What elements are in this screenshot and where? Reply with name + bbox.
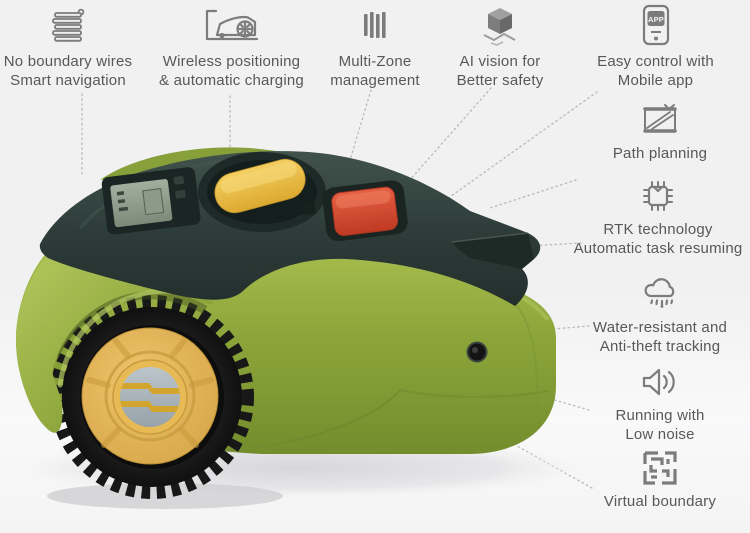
- boundary-wire-coil-icon: [0, 4, 146, 46]
- feature-rtk-technology: RTK technology Automatic task resuming: [558, 178, 750, 258]
- feature-label: RTK technology: [603, 221, 713, 238]
- feature-label: Low noise: [625, 426, 695, 443]
- stop-button: [301, 180, 408, 242]
- zones-icon: [305, 4, 445, 46]
- feature-label: & automatic charging: [159, 72, 304, 89]
- speaker-icon: [590, 364, 730, 400]
- feature-label: Running with: [615, 407, 705, 424]
- cube-icon: [430, 4, 570, 46]
- control-knob: [198, 152, 326, 232]
- feature-path-planning: Path planning: [590, 102, 730, 163]
- feature-label: Water-resistant and: [592, 319, 728, 336]
- mobile-app-icon: APP: [573, 4, 738, 46]
- hub-stripes: [120, 383, 180, 412]
- mower: [16, 147, 556, 499]
- rear-wheel: [50, 295, 254, 499]
- feature-ai-vision: AI vision for Better safety: [430, 4, 570, 90]
- app-badge-text: APP: [647, 15, 663, 24]
- feature-label: Anti-theft tracking: [599, 338, 721, 355]
- rain-cloud-icon: [580, 276, 740, 312]
- feature-label: Mobile app: [617, 72, 694, 89]
- feature-no-boundary-wires: No boundary wires Smart navigation: [0, 4, 146, 90]
- feature-label: Better safety: [456, 72, 544, 89]
- maze-icon: [580, 450, 740, 486]
- feature-label: AI vision for: [459, 53, 541, 70]
- feature-wireless-charging: Wireless positioning & automatic chargin…: [149, 4, 314, 90]
- feature-label: Wireless positioning: [162, 53, 301, 70]
- front-sensor: [466, 341, 488, 363]
- display-panel: [101, 167, 201, 235]
- feature-multi-zone: Multi-Zone management: [305, 4, 445, 90]
- map-icon: [590, 102, 730, 138]
- feature-label: Multi-Zone: [338, 53, 412, 70]
- feature-label: Virtual boundary: [603, 493, 717, 510]
- feature-low-noise: Running with Low noise: [590, 364, 730, 444]
- feature-label: Path planning: [612, 145, 708, 162]
- feature-virtual-boundary: Virtual boundary: [580, 450, 740, 511]
- feature-label: Automatic task resuming: [573, 240, 743, 257]
- hub-spokes: [86, 338, 214, 448]
- feature-mobile-app: APP Easy control with Mobile app: [573, 4, 738, 90]
- feature-label: Easy control with: [597, 53, 714, 70]
- chip-icon: [558, 178, 750, 214]
- docking-station-icon: [149, 4, 314, 46]
- feature-label: management: [330, 72, 420, 89]
- feature-water-resistant: Water-resistant and Anti-theft tracking: [580, 276, 740, 356]
- feature-label: Smart navigation: [10, 72, 126, 89]
- feature-label: No boundary wires: [3, 53, 133, 70]
